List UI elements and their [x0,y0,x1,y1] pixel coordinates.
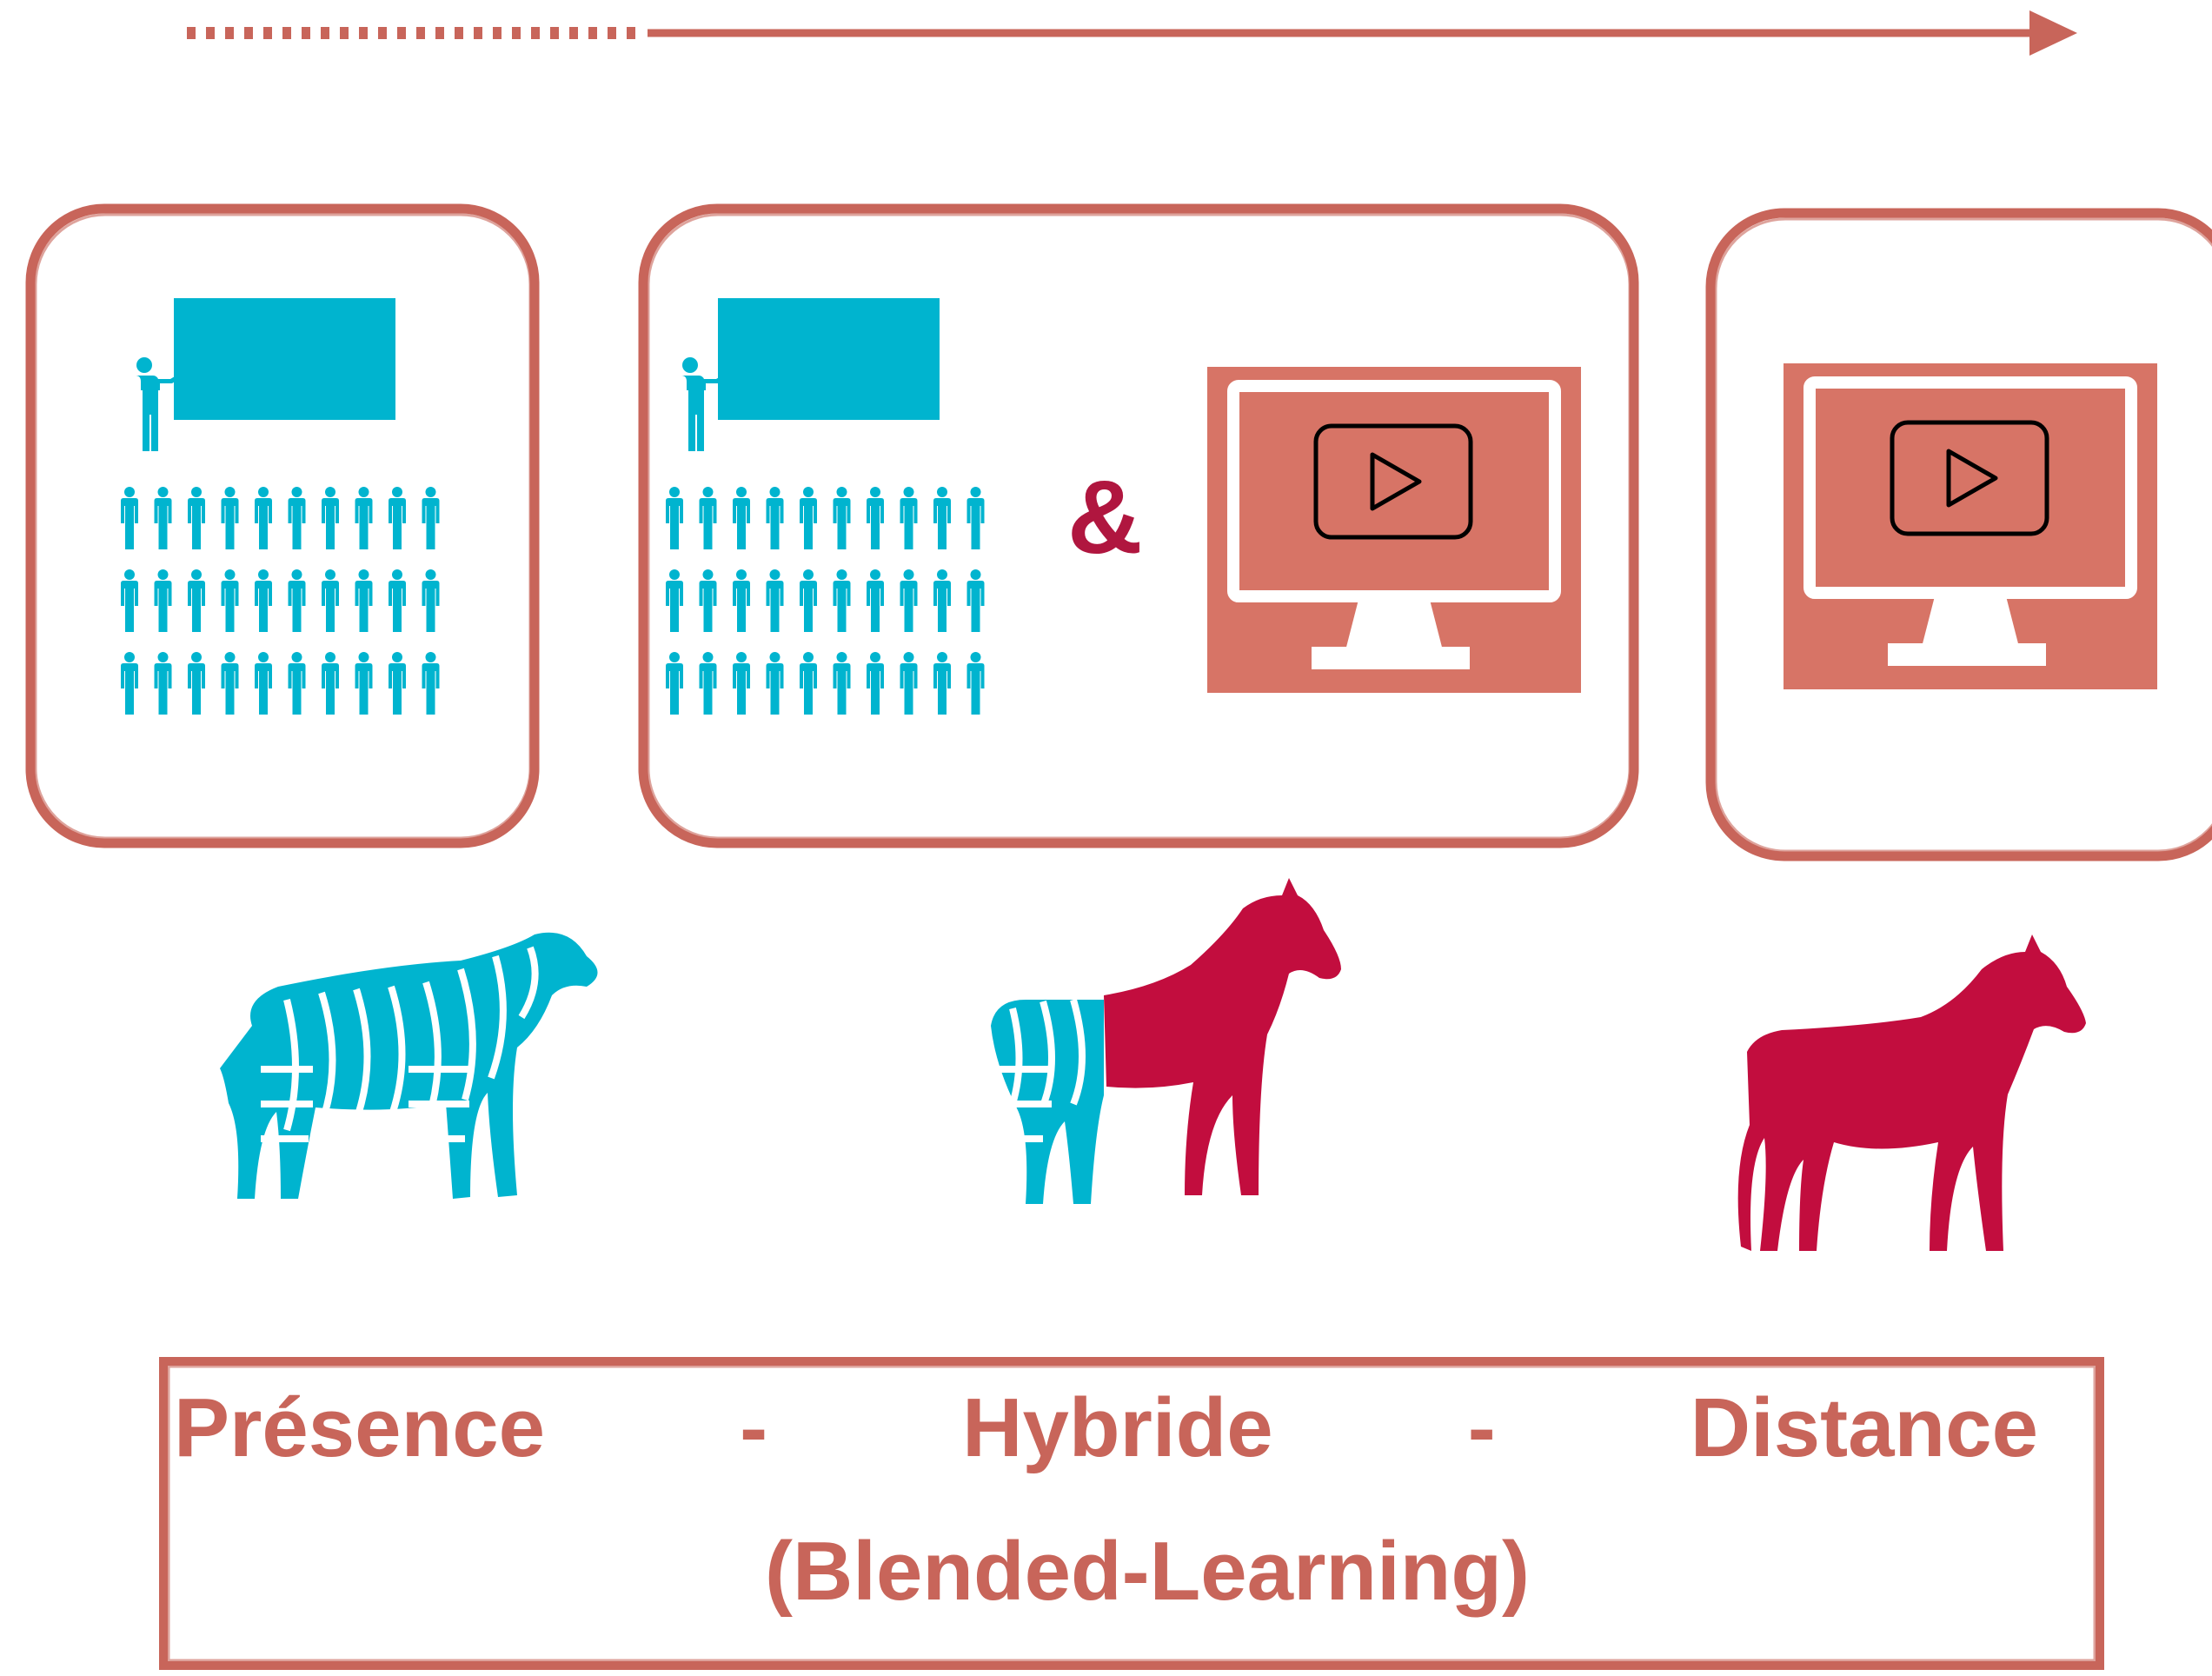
student-figure [288,569,306,632]
student-figure [933,487,951,549]
student-figure [154,487,172,549]
student-figure [867,569,884,632]
zebra-icon [220,932,598,1199]
student-figure [355,487,373,549]
caption-row: Présence - Hybride - Distance [174,1387,2038,1470]
student-figure [733,569,750,632]
caption-hybride: Hybride [962,1381,1273,1474]
student-figure [800,487,817,549]
student-figure [422,569,440,632]
student-figure [154,569,172,632]
students-crowd-icon [666,487,985,715]
student-figure [666,652,683,715]
student-figure [933,652,951,715]
student-figure [666,569,683,632]
student-figure [355,569,373,632]
student-figure [933,569,951,632]
zebra-horse-hybrid-icon [991,878,1341,1204]
progression-arrow [187,10,2077,56]
student-figure [900,569,918,632]
student-figure [221,569,239,632]
student-figure [800,569,817,632]
student-figure [355,652,373,715]
student-figure [188,487,205,549]
student-figure [699,487,717,549]
student-figure [288,487,306,549]
student-figure [867,487,884,549]
student-figure [800,652,817,715]
teacher-board-icon [136,298,395,451]
student-figure [121,569,138,632]
caption-separator: - [1467,1381,1496,1474]
student-figure [188,652,205,715]
student-figure [255,652,272,715]
student-figure [666,487,683,549]
teacher-board-icon [681,298,940,451]
students-crowd-icon [121,487,440,715]
student-figure [389,569,406,632]
student-figure [699,652,717,715]
student-figure [766,487,784,549]
student-figure [766,652,784,715]
student-figure [288,652,306,715]
student-figure [833,652,851,715]
caption-presence: Présence [174,1381,545,1474]
student-figure [188,569,205,632]
student-figure [733,652,750,715]
student-figure [154,652,172,715]
student-figure [121,487,138,549]
panel-frame-distance [1705,208,2212,861]
caption-frame [159,1357,2104,1670]
panel-frame-hybride [638,203,1639,848]
student-figure [900,652,918,715]
student-figure [422,652,440,715]
student-figure [255,569,272,632]
student-figure [221,487,239,549]
zebra-stripes [261,946,539,1142]
connector-ampersand: & [1067,459,1143,575]
student-figure [389,652,406,715]
monitor-play-icon [1207,367,1581,693]
student-figure [121,652,138,715]
student-figure [900,487,918,549]
student-figure [699,569,717,632]
student-figure [322,569,339,632]
student-figure [422,487,440,549]
caption-separator: - [740,1381,768,1474]
student-figure [733,487,750,549]
student-figure [833,569,851,632]
caption-distance: Distance [1690,1381,2038,1474]
caption-subtitle: (Blended-Learning) [765,1525,1530,1618]
student-figure [967,487,985,549]
monitor-play-icon [1784,363,2157,689]
student-figure [322,487,339,549]
horse-icon [1737,934,2086,1251]
student-figure [255,487,272,549]
student-figure [766,569,784,632]
student-figure [867,652,884,715]
student-figure [967,569,985,632]
student-figure [389,487,406,549]
student-figure [833,487,851,549]
student-figure [221,652,239,715]
panel-frame-presence [25,203,540,848]
student-figure [322,652,339,715]
student-figure [967,652,985,715]
